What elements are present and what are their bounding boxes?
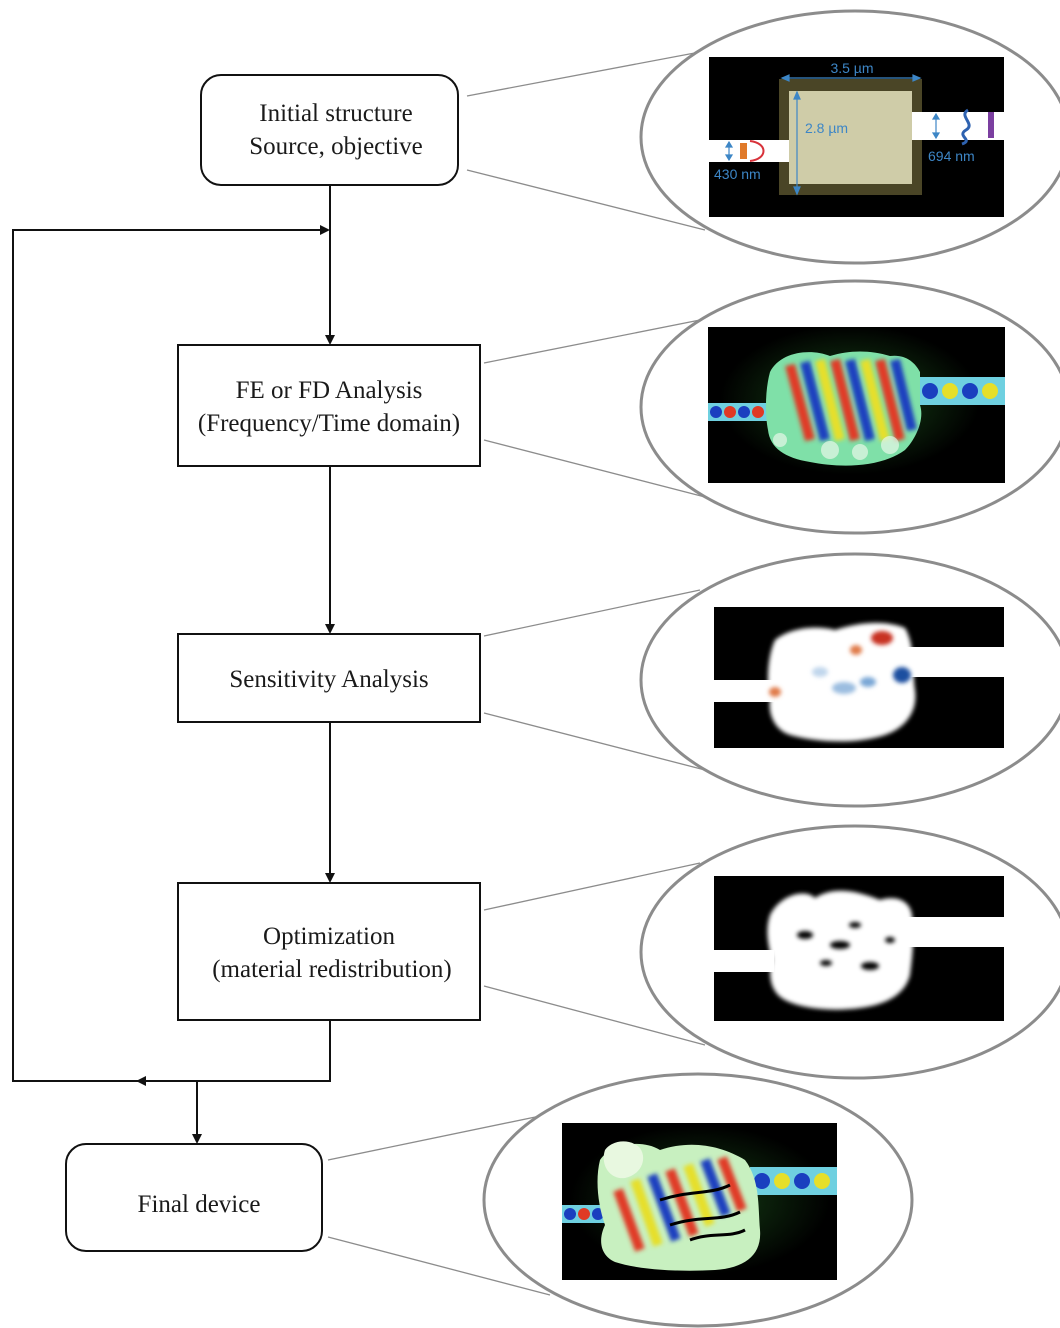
input-width-label: 430 nm <box>714 166 761 182</box>
field-analysis-callout <box>639 279 1060 535</box>
optimization-callout <box>639 824 1060 1080</box>
width-dimension-label: 3.5 µm <box>830 60 873 76</box>
feedback-loop-line <box>12 229 331 1082</box>
callout-lines <box>327 51 706 1296</box>
final-device-box: Final device <box>65 1143 323 1252</box>
analysis-title: FE or FD Analysis <box>236 377 423 404</box>
initial-structure-label: Initial structure <box>259 100 412 127</box>
source-objective-label: Source, objective <box>249 133 423 160</box>
input-field-beads <box>708 403 772 421</box>
analysis-subtitle: (Frequency/Time domain) <box>198 410 460 437</box>
optimized-material <box>767 890 914 1010</box>
sensitivity-label: Sensitivity Analysis <box>229 666 428 693</box>
design-region <box>789 91 912 184</box>
initial-structure-box: Initial structure Source, objective <box>200 74 459 186</box>
final-device-label: Final device <box>138 1191 261 1218</box>
output-field-beads <box>920 377 1005 405</box>
monitor-marker <box>988 112 994 138</box>
initial-structure-callout: 3.5 µm 2.8 µm 430 nm 694 nm <box>639 9 1060 265</box>
sensitivity-callout <box>639 552 1060 808</box>
output-mode-profile <box>961 108 971 146</box>
input-mode-profile <box>749 140 765 162</box>
sensitivity-box: Sensitivity Analysis <box>177 633 481 723</box>
optimization-subtitle: (material redistribution) <box>212 956 452 983</box>
final-device-callout <box>482 1072 914 1328</box>
optimization-box: Optimization (material redistribution) <box>177 882 481 1021</box>
height-dimension-label: 2.8 µm <box>805 120 848 136</box>
sensitivity-hotspot <box>871 631 893 645</box>
source-marker <box>740 143 747 159</box>
final-output-beads <box>750 1167 837 1195</box>
flow-connectors <box>12 185 335 1144</box>
analysis-box: FE or FD Analysis (Frequency/Time domain… <box>177 344 481 467</box>
output-width-label: 694 nm <box>928 148 975 164</box>
optimization-title: Optimization <box>263 923 395 950</box>
final-input-beads <box>562 1205 607 1223</box>
